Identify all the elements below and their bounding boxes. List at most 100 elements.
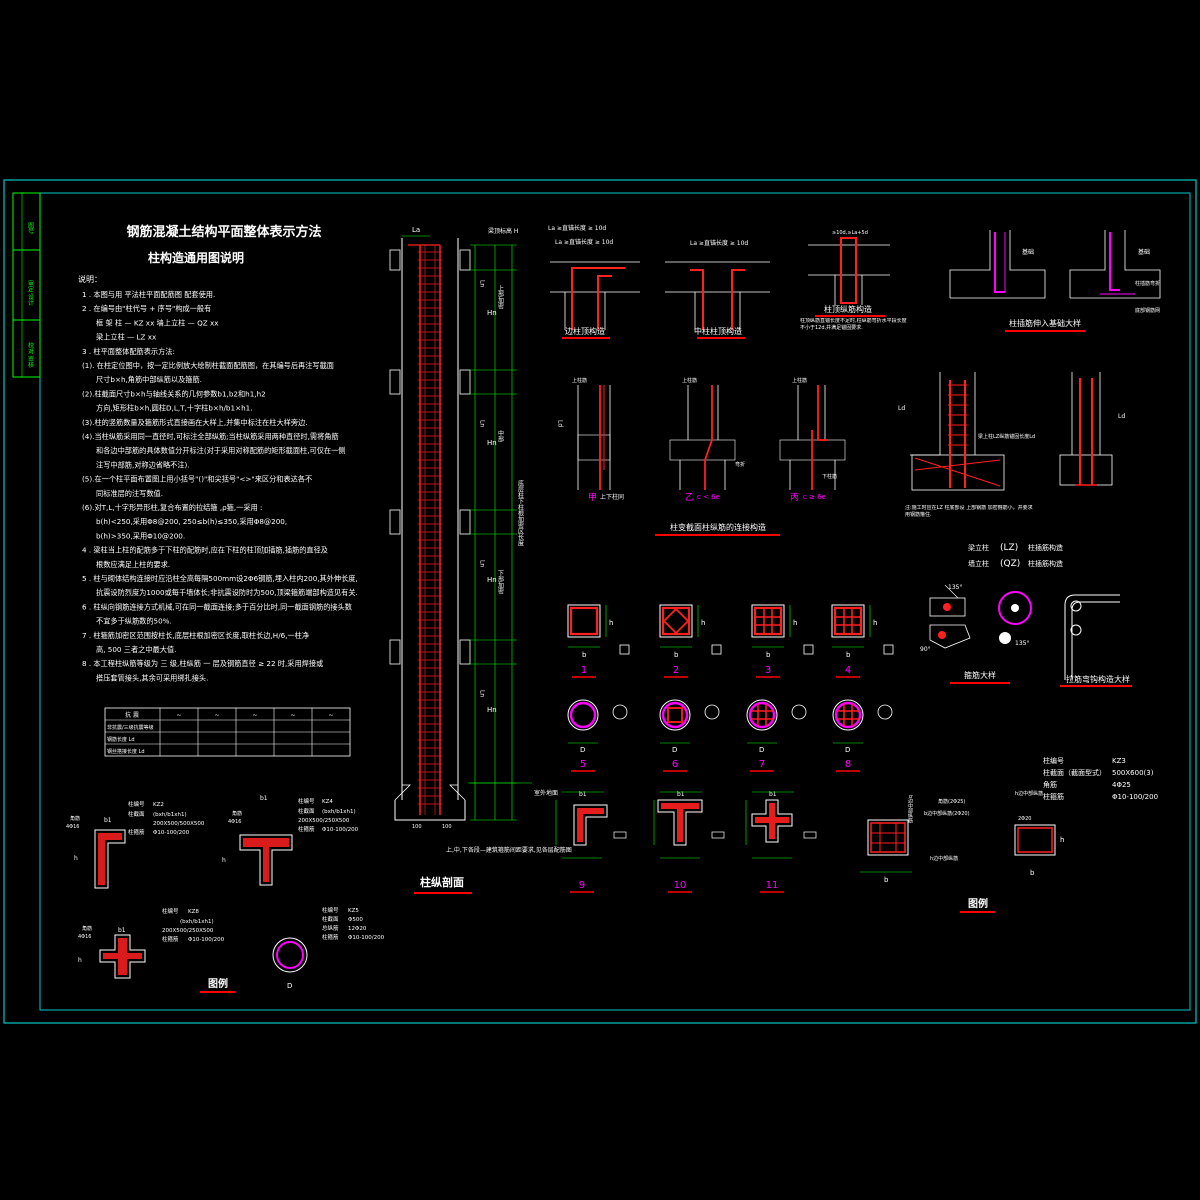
splice-a-label: 甲 bbox=[588, 492, 597, 503]
hook-angle-1: 135° bbox=[948, 584, 962, 591]
kz8-corner-v: 4Φ16 bbox=[78, 934, 91, 940]
section-label-ln-4: Ln bbox=[479, 690, 486, 697]
legend-r-note-h: h边中部纵筋 bbox=[1015, 790, 1043, 797]
splice-c-lower: 下柱筋 bbox=[822, 473, 837, 480]
kz2-corner: 角筋 bbox=[70, 815, 80, 822]
kz5-dim-d: D bbox=[287, 982, 292, 990]
notes-line: 抗震设防烈度为1000或每千墙体长;非抗震设防时为500,顶梁箍筋端部构造见有关… bbox=[96, 588, 358, 597]
notes-line: 尺寸b×h,角筋中部纵筋以及箍筋. bbox=[96, 375, 202, 384]
kz4-section: b1 h 柱编号 KZ4 柱截面 (bxh/b1xh1) 200X500/250… bbox=[222, 795, 359, 886]
notes-line: 6 . 柱纵向钢筋连接方式机械,可在同一截面连接;多于百分比时,同一截面钢筋的接… bbox=[82, 602, 352, 611]
kz5-stirrup: Φ10-100/200 bbox=[348, 935, 385, 941]
column-stirrups bbox=[418, 251, 442, 805]
detail-mid-column-top: La ≥直锚长度 ≥ 10d 中柱柱顶构造 bbox=[665, 239, 770, 339]
section-dim-ticks bbox=[470, 244, 517, 821]
shape-section-label: 10 bbox=[674, 880, 687, 891]
section-label-middle: 中部 bbox=[497, 429, 504, 443]
notes-block: 钢筋混凝土结构平面整体表示方法 柱构造通用图说明 说明： 1 . 本图与用 平法… bbox=[78, 224, 358, 682]
rect-section-1: bh1 bbox=[567, 604, 630, 678]
hook-caption-1: 箍筋大样 bbox=[964, 670, 996, 680]
qz-desc: 柱插筋构造 bbox=[1028, 559, 1063, 568]
notes-line: 8 . 本工程柱纵筋等级为 三 级,柱纵筋 一 层及钢筋直径 ≥ 22 时,采用… bbox=[82, 659, 323, 668]
lap-table-r2: 钢丝搭接长度 Ld bbox=[107, 748, 145, 755]
kz4-dim-h: h bbox=[222, 857, 226, 864]
footing-note-3: 柱插筋弯折 bbox=[1135, 280, 1160, 287]
splice-b-bend: 弯折 bbox=[735, 461, 745, 468]
lz-desc: 柱插筋构造 bbox=[1028, 543, 1063, 552]
lz-label: 梁立柱 bbox=[968, 543, 989, 552]
rect-section-label: 1 bbox=[581, 665, 587, 676]
notes-line: (6).对T,L,十字形异形柱,复合布置的拉结箍 ,ρ箍,一采用 : bbox=[82, 503, 262, 512]
notes-line: 搭压套管接头,其余可采用绑扎接头. bbox=[96, 673, 208, 682]
detail-qz-column: Ld bbox=[1059, 372, 1125, 486]
legend-r-dim-b2: b bbox=[1030, 869, 1035, 877]
mid-top-note: La ≥直锚长度 ≥ 10d bbox=[690, 239, 748, 247]
section-label-hn-3: Hn bbox=[487, 576, 497, 584]
notes-heading: 说明： bbox=[78, 274, 102, 284]
lap-table-h0: 抗 震 bbox=[125, 711, 139, 719]
lz-ld: Ld bbox=[898, 405, 905, 412]
notes-line: 5 . 柱与砌体结构连接时应沿柱全高每隔500mm设2Φ6钢筋,埋入柱内200,… bbox=[82, 574, 358, 583]
legend-left: b1 h 柱编号 KZ2 柱截面 (bxh/b1xh1) 200X500/500… bbox=[66, 795, 385, 993]
kz2-dim-h: h bbox=[74, 855, 78, 862]
lap-table-h3: ~ bbox=[252, 712, 257, 719]
kz4-dim-b1: b1 bbox=[260, 795, 268, 802]
kz4-corner: 角筋 bbox=[232, 810, 242, 817]
notes-line: 同标准层的注写数值. bbox=[96, 489, 163, 498]
detail-edge-column-top: La ≥直锚长度 ≥ 10d La ≥直锚长度 ≥ 10d 边柱顶构造 bbox=[548, 224, 640, 339]
splice-caption: 柱变截面柱纵筋的连接构造 bbox=[670, 522, 766, 532]
rect-section-4: bh4 bbox=[831, 604, 894, 678]
section-label-hn-2: Hn bbox=[487, 439, 497, 447]
column-section-title: 柱纵剖面 bbox=[420, 875, 464, 889]
notes-line: 注写中部筋,对称边省略不注). bbox=[96, 460, 190, 469]
rect-section-label: 3 bbox=[765, 665, 771, 676]
legend-r-note-b: b边中部纵筋 bbox=[907, 795, 913, 825]
lap-table-h1: ~ bbox=[176, 712, 181, 719]
kz8-size: (bxh/b1xh1) bbox=[180, 919, 214, 925]
footing-note-2: 基础 bbox=[1138, 248, 1150, 256]
kz4-lbl-size: 柱截面 bbox=[298, 807, 315, 815]
qz-code: (QZ) bbox=[1000, 559, 1020, 569]
kz2-dim-b1: b1 bbox=[104, 817, 112, 824]
rect-section-dim-b: b bbox=[674, 651, 679, 659]
shape-section-label: 9 bbox=[579, 880, 585, 891]
kz5-section: D 柱编号 KZ5 柱截面 Φ500 总纵筋 12Φ20 柱箍筋 Φ10-100… bbox=[272, 906, 385, 990]
round-section-8: D8 bbox=[832, 699, 893, 772]
legend-r-stirrup-value: Φ10-100/200 bbox=[1112, 793, 1158, 801]
round-section-dim-d: D bbox=[759, 746, 764, 754]
lz-text: 注:施工时应在LZ 柱底部设 上部钢筋 加密箍筋小，并要求用钢筋箍住. bbox=[905, 505, 1033, 518]
notes-subtitle: 柱构造通用图说明 bbox=[148, 250, 244, 265]
rect-section-dim-b: b bbox=[846, 651, 851, 659]
round-section-5: D5 bbox=[567, 699, 628, 772]
kz2-lbl-name: 柱编号 bbox=[128, 800, 145, 808]
legend-r-note-hmid: h边中部纵筋 bbox=[930, 855, 958, 862]
notes-lines: 1 . 本图与用 平法柱平面配筋图 配套使用.2 . 在编号由"柱代号 + 序号… bbox=[82, 290, 358, 682]
notes-line: 梁上立柱 — LZ xx bbox=[96, 333, 157, 342]
kz4-size: (bxh/b1xh1) bbox=[322, 809, 356, 815]
splice-a-ld: Ld bbox=[557, 420, 564, 427]
kz5-size: Φ500 bbox=[348, 917, 363, 923]
kz2-name: KZ2 bbox=[153, 802, 164, 808]
notes-line: b(h)<250,采用Φ8@200, 250≤b(h)≤350,采用Φ8@200… bbox=[96, 517, 287, 526]
lz-stirrups bbox=[948, 384, 967, 446]
kz4-name: KZ4 bbox=[322, 799, 333, 805]
col-top-desc: 柱顶纵筋直锚长度不足时,柱纵筋弯折水平段长度不小于12d,并满足锚固要求. bbox=[800, 318, 907, 331]
section-note-bottom: 上,中,下各段—建筑箍筋间距要求,见各层配筋图 bbox=[446, 846, 572, 854]
title-block: 图号 审定 设计 校对 审核 bbox=[12, 192, 41, 378]
legend-r-note-corner: 角筋(2Φ25) bbox=[938, 798, 965, 805]
splice-a-note: 上下柱同 bbox=[600, 493, 624, 501]
legend-r-corner-label: 角筋 bbox=[1043, 780, 1057, 789]
legend-r-side: 2Φ20 bbox=[1018, 816, 1031, 822]
lap-table: 抗 震 ~ ~ ~ ~ ~ 非抗震/三级抗震等级 钢筋长度 Ld 钢丝搭接长度 … bbox=[104, 707, 351, 757]
splice-c-upper: 上柱筋 bbox=[792, 377, 807, 384]
notes-title: 钢筋混凝土结构平面整体表示方法 bbox=[126, 224, 321, 240]
rect-section-label: 4 bbox=[845, 665, 851, 676]
round-section-dim-d: D bbox=[845, 746, 850, 754]
kz5-lbl-main: 总纵筋 bbox=[322, 924, 339, 932]
hook-caption-2: 拉筋弯钩构造大样 bbox=[1066, 674, 1130, 684]
col-top-note: ≥10d,≥La+5d bbox=[832, 230, 868, 236]
legend-r-dim-h: h bbox=[1060, 836, 1064, 844]
lz-note: 梁上柱LZ纵筋锚固长度Ld bbox=[978, 433, 1035, 440]
notes-line: (5).在一个柱平面布置图上用小括号"()"和尖括号"<>"来区分和表达各不 bbox=[82, 475, 312, 484]
kz5-lbl-stirrup: 柱箍筋 bbox=[322, 933, 339, 941]
